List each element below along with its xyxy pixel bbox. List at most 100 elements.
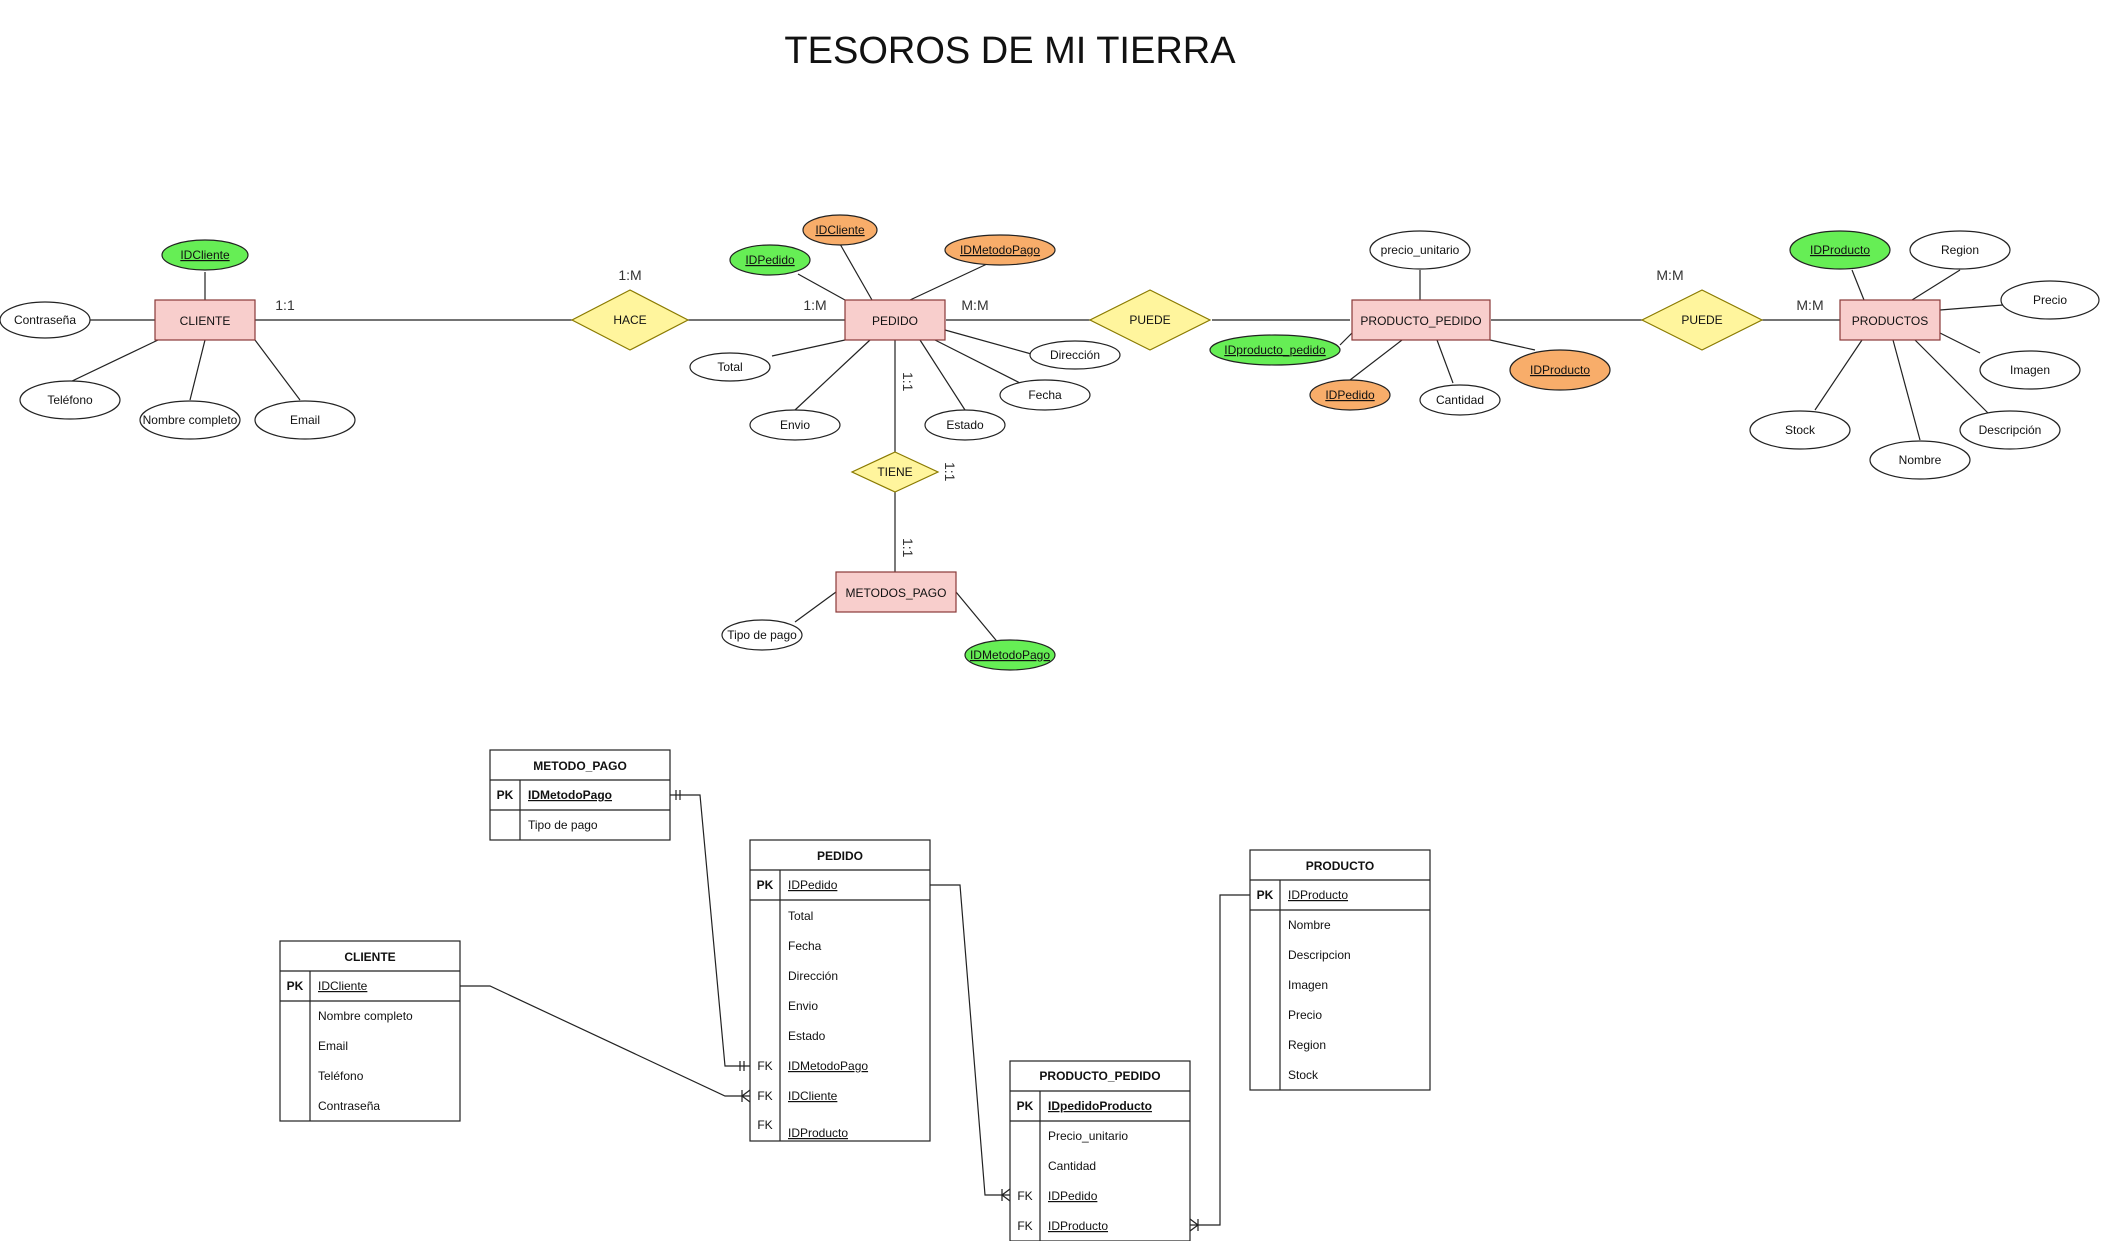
table-metodo-pago-field: Tipo de pago [528,818,598,832]
relationship-tiene-label: TIENE [877,465,912,479]
table-cliente-name: CLIENTE [344,950,395,964]
table-connectors [460,790,1250,1232]
table-pedido-field-1: Fecha [788,939,822,953]
relationship-puede-1-label: PUEDE [1129,313,1170,327]
attr-pedido-idcliente[interactable]: IDCliente [802,214,878,246]
attr-cliente-email[interactable]: Email [254,400,356,440]
attr-metodos-id-label: IDMetodoPago [970,648,1050,662]
diagram-title: TESOROS DE MI TIERRA [784,30,1236,72]
table-producto-field-5: Stock [1288,1068,1319,1082]
attr-productos-stock-label: Stock [1785,423,1816,437]
table-pedido[interactable]: PEDIDO PK IDPedido Total Fecha Dirección… [749,839,931,1142]
attr-productos-descripcion[interactable]: Descripción [1959,410,2061,450]
table-pedido-fk-label-0: FK [757,1059,772,1073]
attr-pedido-envio-label: Envio [780,418,810,432]
table-producto-name: PRODUCTO [1306,859,1374,873]
table-producto-field-4: Region [1288,1038,1326,1052]
attr-pedido-total[interactable]: Total [689,352,771,382]
table-producto-pedido-field-1: Cantidad [1048,1159,1096,1173]
attr-cliente-telefono-label: Teléfono [47,393,93,407]
table-producto-field-1: Descripcion [1288,948,1351,962]
table-producto-pedido-fk-1: IDProducto [1048,1219,1108,1233]
table-pedido-pk-label: PK [757,878,774,892]
entity-productos-label: PRODUCTOS [1852,314,1928,328]
table-producto-pedido-pk-label: PK [1017,1099,1034,1113]
attr-cliente-telefono[interactable]: Teléfono [19,380,121,420]
relationship-tiene[interactable]: TIENE [850,451,940,493]
attr-productos-id[interactable]: IDProducto [1789,230,1891,270]
table-metodo-pago[interactable]: METODO_PAGO PK IDMetodoPago Tipo de pago [489,749,671,841]
table-metodo-pago-pk: IDMetodoPago [528,788,612,802]
attr-pedido-direccion-label: Dirección [1050,348,1100,362]
cardinality-puede2-top: M:M [1656,267,1683,283]
relationship-puede-2-label: PUEDE [1681,313,1722,327]
relationship-puede-1[interactable]: PUEDE [1088,289,1212,351]
attr-cliente-nombre[interactable]: Nombre completo [139,400,241,440]
attr-pp-precio[interactable]: precio_unitario [1369,230,1471,270]
cardinality-tiene-metodo: 1:1 [900,538,916,558]
cardinality-pedido-puede: M:M [961,297,988,313]
attr-pp-idpedido[interactable]: IDPedido [1309,379,1391,411]
attr-productos-region[interactable]: Region [1909,230,2011,270]
table-pedido-field-2: Dirección [788,969,838,983]
cardinality-puede2-productos: M:M [1796,297,1823,313]
attr-pp-id[interactable]: IDproducto_pedido [1209,334,1341,366]
table-producto[interactable]: PRODUCTO PK IDProducto Nombre Descripcio… [1249,849,1431,1091]
relationship-puede-2[interactable]: PUEDE [1640,289,1764,351]
table-cliente-field-0: Nombre completo [318,1009,413,1023]
table-pedido-field-4: Estado [788,1029,826,1043]
attr-cliente-id-label: IDCliente [180,248,230,262]
table-producto-field-2: Imagen [1288,978,1328,992]
entity-pedido-label: PEDIDO [872,314,918,328]
entity-producto-pedido[interactable]: PRODUCTO_PEDIDO [1351,299,1491,341]
attr-cliente-email-label: Email [290,413,320,427]
cardinality-hace-pedido: 1:M [803,297,826,313]
attr-pedido-idpedido[interactable]: IDPedido [729,244,811,276]
relationship-hace[interactable]: HACE [570,289,690,351]
table-cliente-field-1: Email [318,1039,348,1053]
attr-pedido-total-label: Total [717,360,742,374]
cardinality-tiene-side: 1:1 [942,462,958,482]
cardinality-pedido-tiene: 1:1 [900,372,916,392]
attr-metodos-tipo[interactable]: Tipo de pago [721,619,803,651]
table-cliente-pk: IDCliente [318,979,368,993]
table-metodo-pago-name: METODO_PAGO [533,759,627,773]
attr-pp-cantidad[interactable]: Cantidad [1419,384,1501,416]
attr-metodos-id[interactable]: IDMetodoPago [964,639,1056,671]
attr-pedido-envio[interactable]: Envio [749,409,841,441]
table-pedido-field-3: Envio [788,999,818,1013]
attr-pedido-idmetodo[interactable]: IDMetodoPago [944,234,1056,266]
attr-productos-stock[interactable]: Stock [1749,410,1851,450]
entity-pedido[interactable]: PEDIDO [844,299,946,341]
table-cliente-pk-label: PK [287,979,304,993]
table-pedido-fk-2: IDProducto [788,1126,848,1140]
attr-pp-precio-label: precio_unitario [1381,243,1460,257]
er-connectors [69,243,2004,646]
attr-pedido-fecha[interactable]: Fecha [999,379,1091,411]
table-pedido-field-0: Total [788,909,813,923]
table-cliente-field-3: Contraseña [318,1099,380,1113]
attr-pp-cantidad-label: Cantidad [1436,393,1484,407]
table-producto-pedido[interactable]: PRODUCTO_PEDIDO PK IDpedidoProducto Prec… [1009,1060,1191,1241]
entity-metodos-pago[interactable]: METODOS_PAGO [835,571,957,613]
attr-pedido-idmetodo-label: IDMetodoPago [960,243,1040,257]
attr-productos-precio[interactable]: Precio [2000,280,2100,320]
attr-cliente-contrasena[interactable]: Contraseña [0,301,91,339]
entity-productos[interactable]: PRODUCTOS [1839,299,1941,341]
attr-productos-imagen[interactable]: Imagen [1979,350,2081,390]
attr-pedido-estado[interactable]: Estado [924,409,1006,441]
attr-productos-descripcion-label: Descripción [1979,423,2042,437]
attr-pp-idpedido-label: IDPedido [1325,388,1375,402]
table-producto-pedido-fk-label-1: FK [1017,1219,1032,1233]
entity-producto-pedido-label: PRODUCTO_PEDIDO [1360,314,1481,328]
attr-productos-nombre[interactable]: Nombre [1869,440,1971,480]
cardinality-labels: 1:1 1:M 1:M M:M M:M M:M 1:1 1:1 1:1 [275,267,1823,558]
attr-cliente-id[interactable]: IDCliente [161,239,249,271]
attr-pedido-direccion[interactable]: Dirección [1029,340,1121,370]
attr-pedido-idcliente-label: IDCliente [815,223,865,237]
attr-metodos-tipo-label: Tipo de pago [727,628,797,642]
attr-pp-idproducto[interactable]: IDProducto [1509,349,1611,391]
entity-cliente[interactable]: CLIENTE [154,299,256,341]
table-cliente[interactable]: CLIENTE PK IDCliente Nombre completo Ema… [279,940,461,1122]
